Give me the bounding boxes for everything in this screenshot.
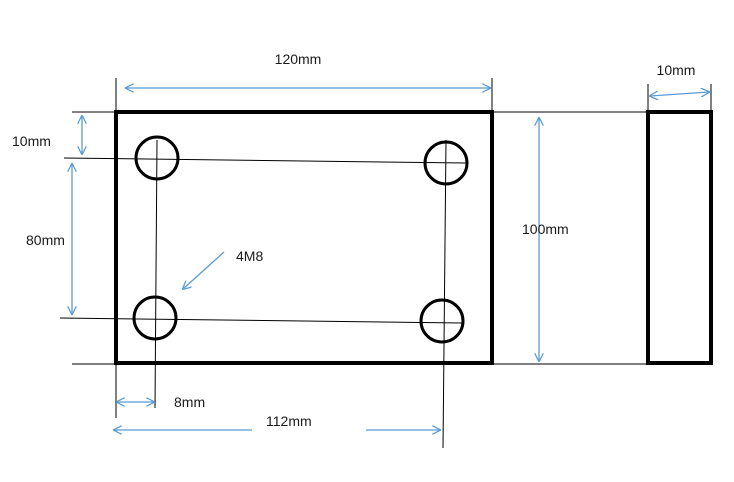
label-right-height: 100mm	[522, 221, 569, 237]
label-side-thickness: 10mm	[657, 62, 696, 78]
plate-front-view	[114, 110, 494, 365]
label-left-hole-spacing: 80mm	[26, 232, 65, 248]
hole-bottom-left	[132, 295, 178, 341]
hole-top-left	[134, 135, 180, 181]
hole-bottom-right	[419, 298, 465, 344]
label-bottom-offset: 8mm	[174, 394, 205, 410]
centerline-top	[63, 157, 467, 164]
holes	[132, 135, 469, 344]
label-hole-callout: 4M8	[236, 248, 263, 264]
extension-lines	[59, 78, 712, 449]
dimension-labels: 120mm 10mm 10mm 80mm 4M8 100mm 8mm 112mm	[12, 51, 695, 429]
centerline-bottom	[59, 317, 463, 324]
label-top-width: 120mm	[275, 51, 322, 67]
dimension-arrows	[72, 88, 709, 430]
label-left-top-offset: 10mm	[12, 133, 51, 149]
plate-side-view	[646, 110, 713, 365]
centerline-right	[442, 139, 447, 449]
hole-top-right	[423, 140, 469, 186]
label-bottom-hole-spacing: 112mm	[266, 413, 312, 429]
dim-arrow-side-10mm	[650, 92, 709, 96]
leader-arrow-4m8	[183, 251, 225, 289]
